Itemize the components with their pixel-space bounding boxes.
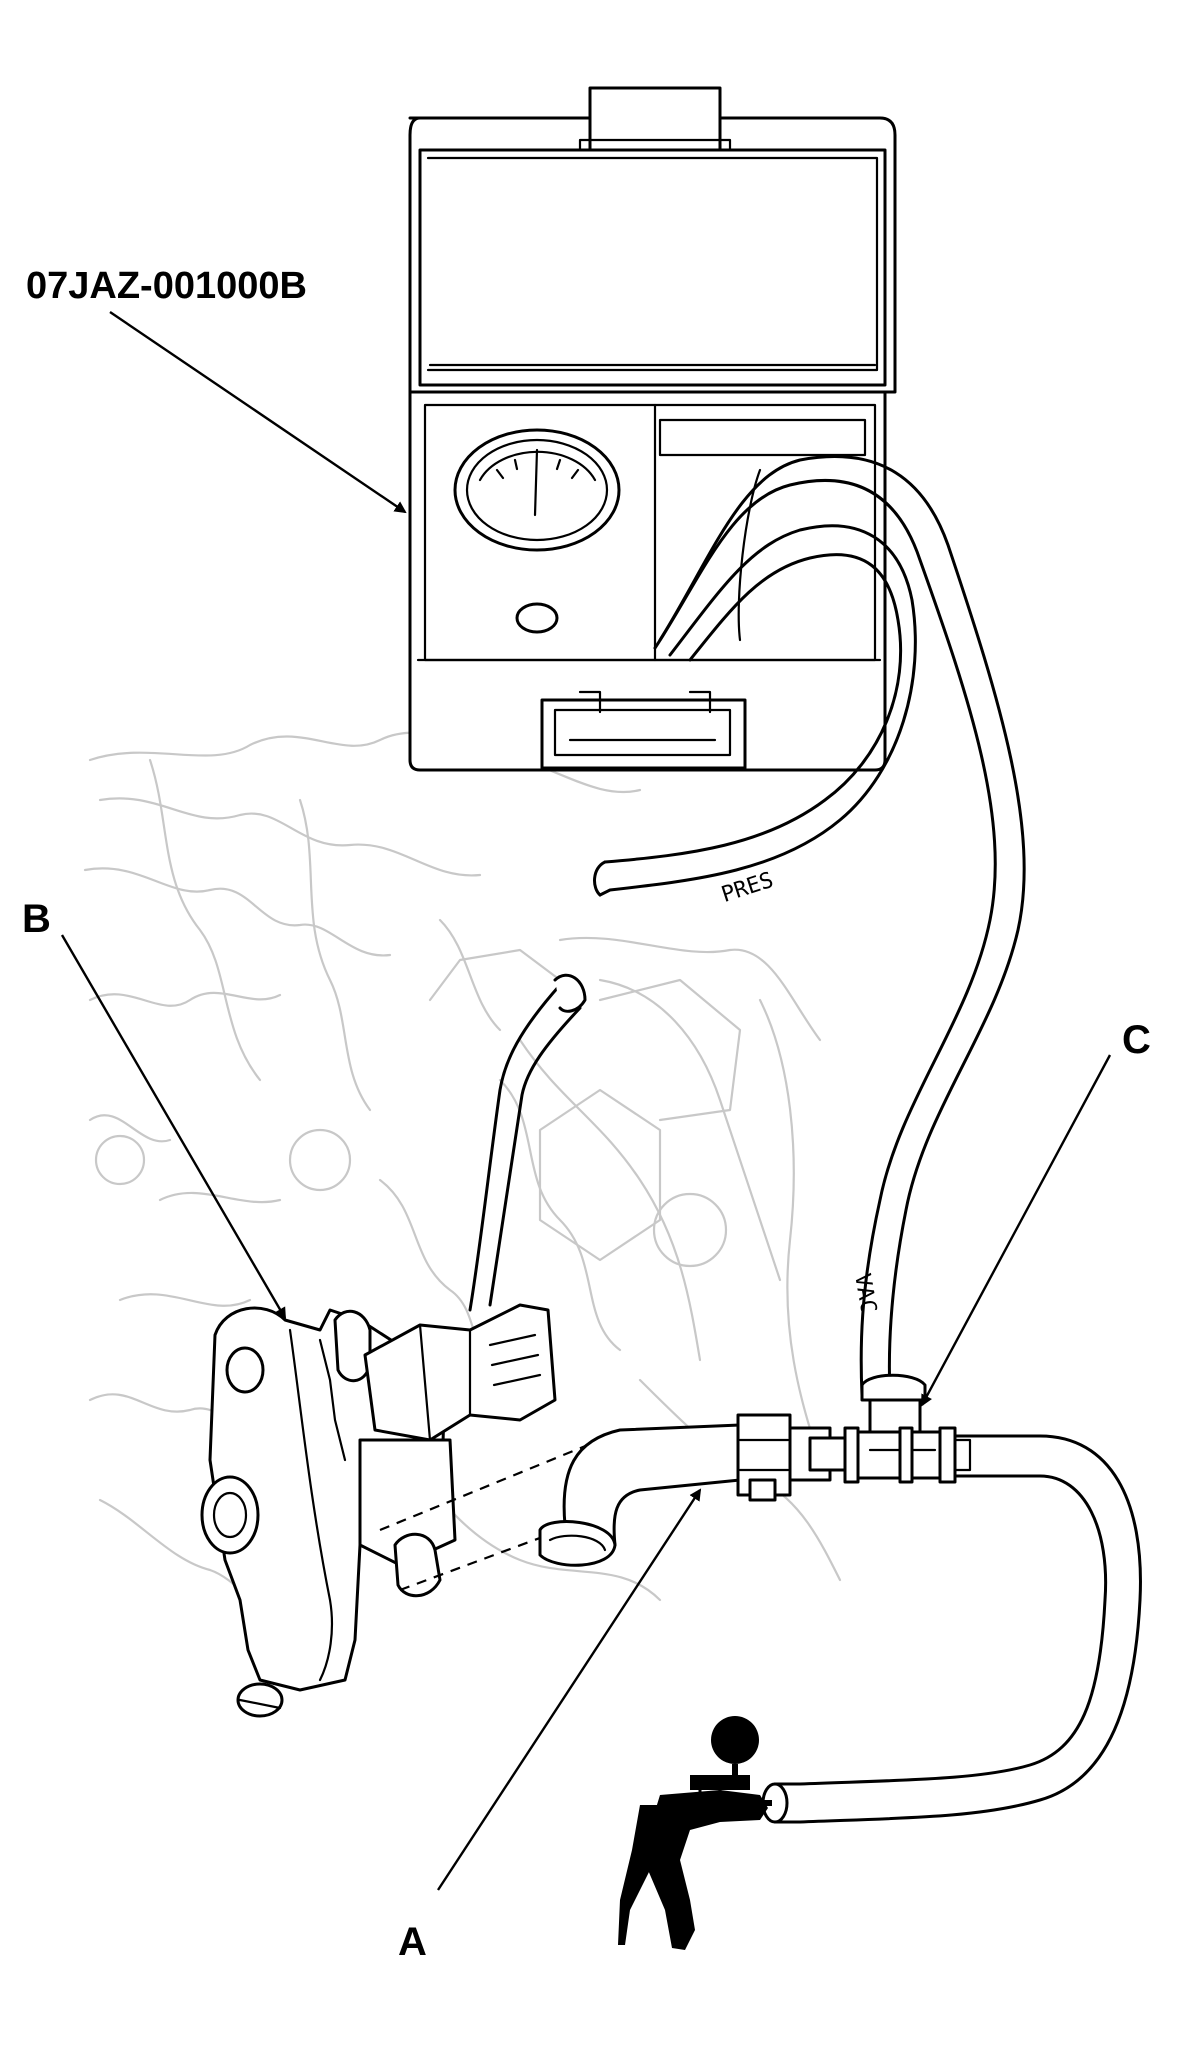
hand-vacuum-pump [618, 1716, 772, 1950]
hose-a [379, 1413, 847, 1592]
callout-b: B [22, 897, 51, 941]
b-leader-line [60, 934, 287, 1320]
tee-fitting-c [843, 1373, 972, 1484]
engine-background [83, 731, 842, 1632]
vacuum-tester-case [408, 86, 897, 772]
c-leader-line [920, 1054, 1112, 1407]
tool-number-label: 07JAZ-001000B [26, 265, 307, 307]
press-hose-label: PRES [718, 868, 776, 908]
pump-hose [761, 1434, 1142, 1824]
tool-leader-line [109, 311, 407, 514]
pump-assembly [200, 973, 587, 1718]
tester-hoses [593, 455, 1026, 1397]
callout-a: A [398, 1920, 427, 1964]
vac-hose-label: VAC [849, 1272, 881, 1315]
a-leader-line [436, 1488, 702, 1891]
callout-c: C [1122, 1018, 1151, 1062]
